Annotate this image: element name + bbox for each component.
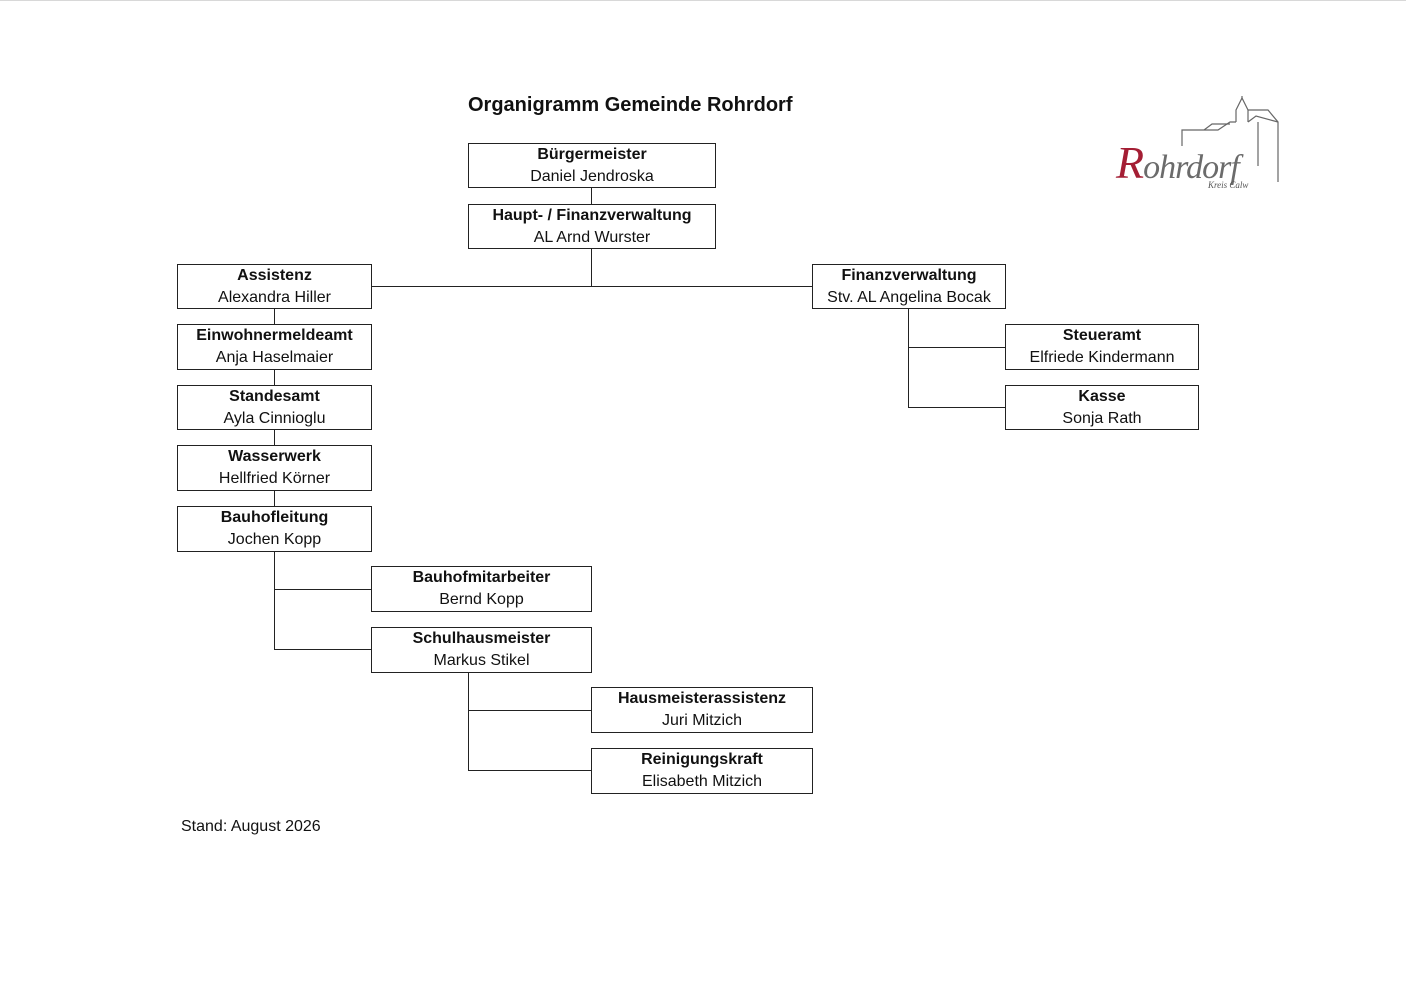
node-assistenz: Assistenz Alexandra Hiller [177, 264, 372, 309]
node-role: Kasse [1078, 388, 1126, 405]
node-wasserwerk: Wasserwerk Hellfried Körner [177, 445, 372, 491]
node-role: Einwohnermeldeamt [196, 327, 353, 344]
node-person: Stv. AL Angelina Bocak [827, 289, 991, 306]
connector-line [468, 672, 469, 771]
connector-line [468, 770, 592, 771]
connector-line [274, 649, 372, 650]
node-standesamt: Standesamt Ayla Cinnioglu [177, 385, 372, 430]
node-person: Sonja Rath [1062, 410, 1142, 427]
node-kasse: Kasse Sonja Rath [1005, 385, 1199, 430]
node-role: Finanzverwaltung [841, 267, 977, 284]
connector-line [591, 248, 592, 287]
connector-line [908, 347, 1006, 348]
node-role: Schulhausmeister [412, 630, 551, 647]
connector-line [468, 710, 592, 711]
node-reinigungskraft: Reinigungskraft Elisabeth Mitzich [591, 748, 813, 794]
connector-line [371, 286, 813, 287]
node-schulhausmeister: Schulhausmeister Markus Stikel [371, 627, 592, 673]
connector-line [274, 369, 275, 386]
node-person: AL Arnd Wurster [533, 229, 651, 246]
connector-line [908, 308, 909, 408]
node-role: Standesamt [229, 388, 320, 405]
connector-line [274, 589, 372, 590]
node-bauhofmitarbeiter: Bauhofmitarbeiter Bernd Kopp [371, 566, 592, 612]
node-finanzverwaltung: Finanzverwaltung Stv. AL Angelina Bocak [812, 264, 1006, 309]
node-person: Alexandra Hiller [218, 289, 331, 306]
node-person: Bernd Kopp [439, 591, 524, 608]
node-role: Bauhofleitung [220, 509, 329, 526]
node-haupt-finanzverwaltung: Haupt- / Finanzverwaltung AL Arnd Wurste… [468, 204, 716, 249]
node-role: Hausmeisterassistenz [617, 690, 787, 707]
node-buergermeister: Bürgermeister Daniel Jendroska [468, 143, 716, 188]
node-steueramt: Steueramt Elfriede Kindermann [1005, 324, 1199, 370]
logo-subtitle: Kreis Calw [1208, 180, 1249, 190]
node-einwohnermeldeamt: Einwohnermeldeamt Anja Haselmaier [177, 324, 372, 370]
node-person: Ayla Cinnioglu [223, 410, 326, 427]
connector-line [274, 308, 275, 325]
node-person: Markus Stikel [433, 652, 530, 669]
node-person: Elisabeth Mitzich [641, 773, 763, 790]
page-top-rule [0, 0, 1406, 1]
connector-line [908, 407, 1006, 408]
church-outline-icon [1181, 96, 1279, 182]
node-bauhofleitung: Bauhofleitung Jochen Kopp [177, 506, 372, 552]
connector-line [274, 490, 275, 507]
logo-wordmark: Rohrdorf [1116, 137, 1240, 188]
node-role: Bauhofmitarbeiter [412, 569, 551, 586]
connector-line [274, 551, 275, 650]
node-role: Steueramt [1062, 327, 1142, 344]
connector-line [591, 187, 592, 204]
node-role: Bürgermeister [537, 146, 647, 163]
node-role: Reinigungskraft [641, 751, 763, 768]
connector-line [274, 429, 275, 446]
node-person: Jochen Kopp [227, 531, 322, 548]
rohrdorf-logo: Rohrdorf Kreis Calw [1112, 96, 1282, 192]
node-person: Daniel Jendroska [530, 168, 654, 185]
node-person: Elfriede Kindermann [1029, 349, 1175, 366]
chart-title: Organigramm Gemeinde Rohrdorf [468, 94, 793, 116]
node-person: Hellfried Körner [218, 470, 331, 487]
node-role: Haupt- / Finanzverwaltung [492, 207, 692, 224]
node-role: Assistenz [237, 267, 312, 284]
stand-date: Stand: August 2026 [181, 818, 321, 835]
node-hausmeisterassistenz: Hausmeisterassistenz Juri Mitzich [591, 687, 813, 733]
node-role: Wasserwerk [228, 448, 321, 465]
node-person: Juri Mitzich [661, 712, 742, 729]
node-person: Anja Haselmaier [215, 349, 334, 366]
